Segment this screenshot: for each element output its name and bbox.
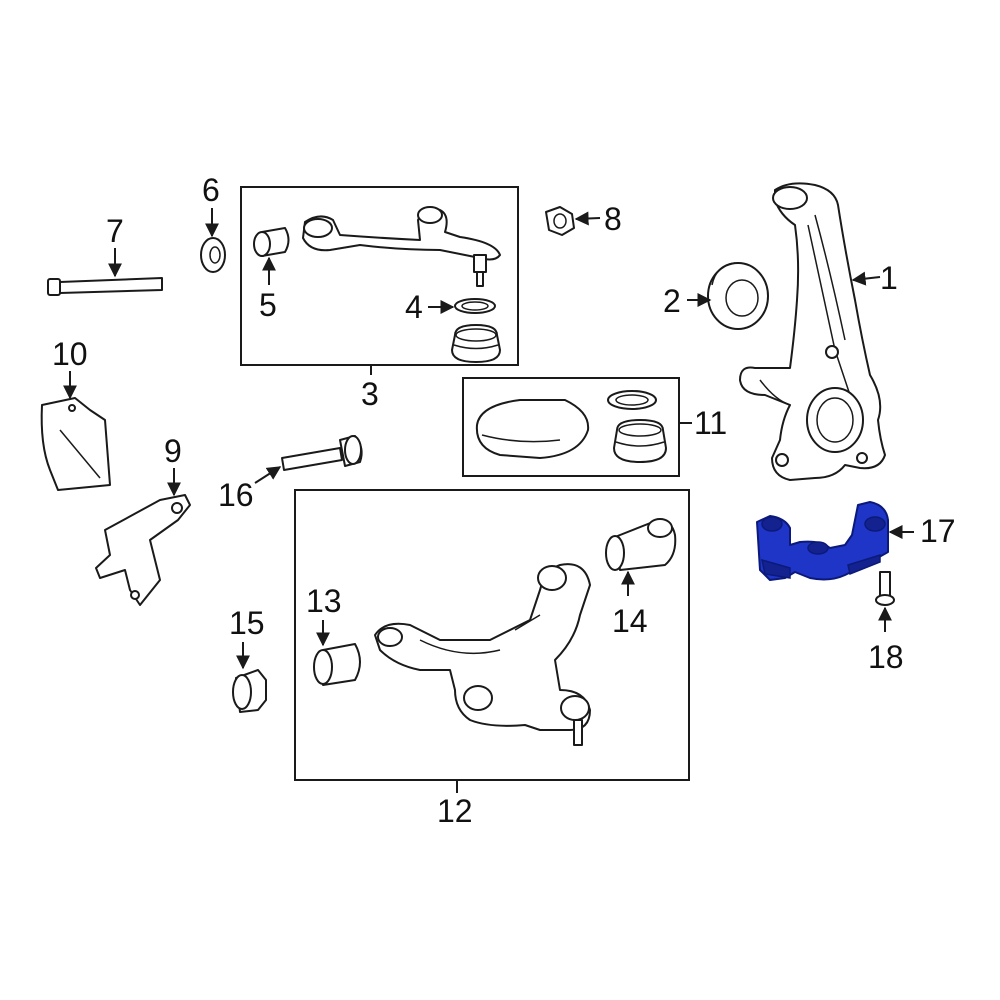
cam-bolt-part-16[interactable] [281,435,363,471]
callout-12: 12 [437,793,473,829]
nut-part-8[interactable] [545,206,575,236]
callout-11: 11 [694,405,727,441]
bolt-part-7[interactable] [47,277,163,296]
bushing-part-14[interactable] [605,518,677,571]
dust-seal-part[interactable] [707,262,769,330]
callout-18: 18 [868,639,904,675]
ball-joint-boot-part-lower[interactable] [613,419,667,463]
callout-4: 4 [405,289,423,325]
callout-3: 3 [361,376,379,412]
callout-15: 15 [229,605,265,641]
callout-6: 6 [202,172,220,208]
bolt-part-18[interactable] [875,571,895,606]
callout-9: 9 [164,433,182,469]
lower-control-arm-part[interactable] [374,563,591,746]
callout-5: 5 [259,287,277,323]
snap-ring-part-11[interactable] [607,390,657,410]
callout-17: 17 [920,513,956,549]
upper-arm-group-box [240,186,519,366]
bump-stop-part-15[interactable] [232,669,267,713]
ball-joint-kit-box [462,377,680,477]
snap-ring-part-4[interactable] [454,298,496,314]
steering-knuckle-part[interactable] [739,182,886,481]
callout-7: 7 [106,213,124,249]
washer-part-6[interactable] [200,237,226,273]
bushing-part-5[interactable] [253,227,290,257]
callout-13: 13 [306,583,342,619]
callout-1: 1 [880,260,898,296]
lower-arm-group-box [294,489,690,781]
callout-14: 14 [612,603,648,639]
callout-2: 2 [663,283,681,319]
highlighted-bracket-part-17[interactable] [756,501,889,581]
callout-10: 10 [52,336,88,372]
callout-16: 16 [218,477,254,513]
callout-8: 8 [604,201,622,237]
bracket-plate-part-10[interactable] [40,397,111,491]
ball-joint-boot-part-upper[interactable] [451,324,501,363]
bushing-part-13[interactable] [313,643,361,686]
bracket-part-9[interactable] [95,494,191,606]
grease-pack-part[interactable] [475,399,590,459]
upper-control-arm-part[interactable] [302,206,501,287]
leader-lines [63,208,914,793]
